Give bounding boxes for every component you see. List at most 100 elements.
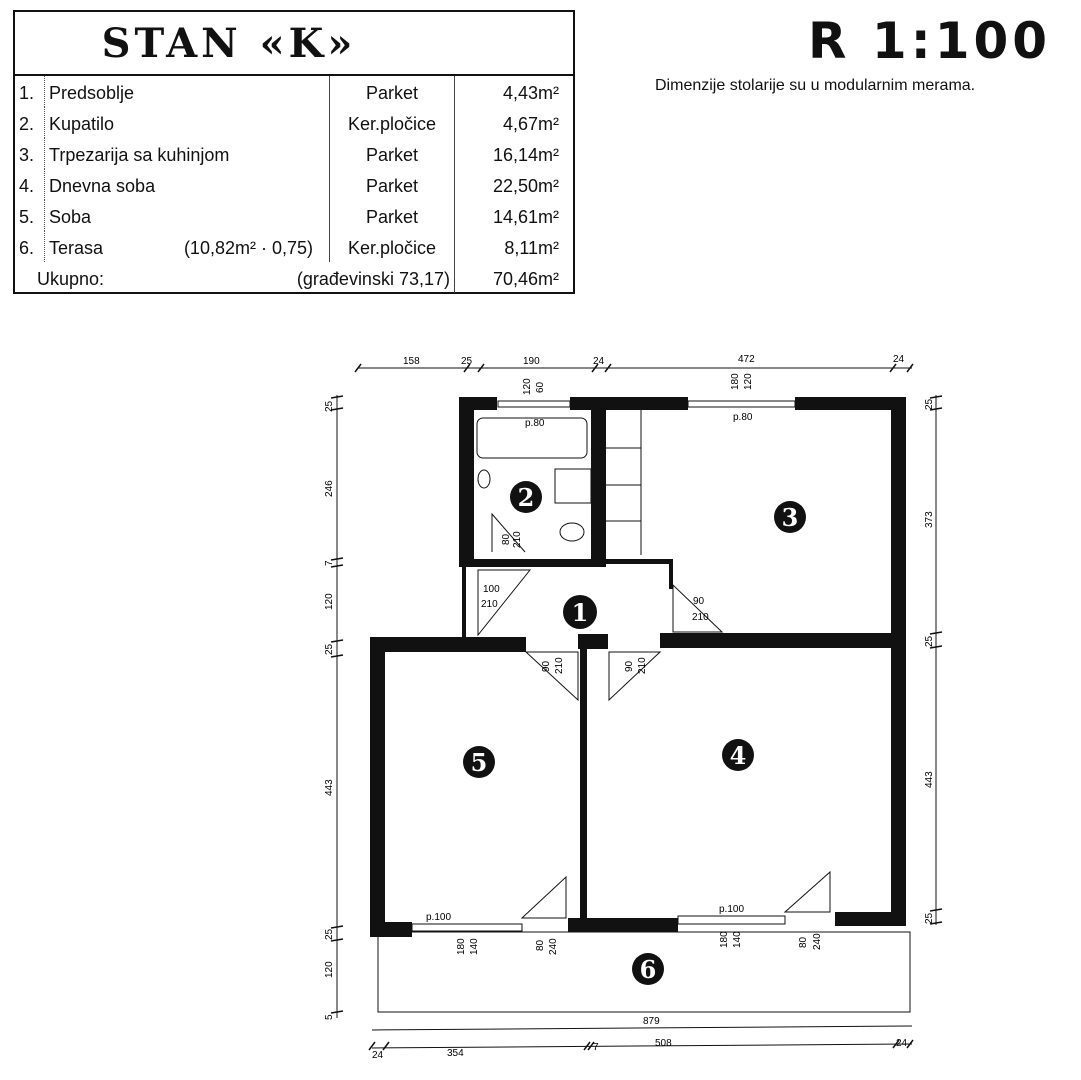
dim-label: 246 bbox=[324, 480, 335, 497]
table-row: 4.Dnevna soba Parket 22,50m² bbox=[15, 169, 573, 200]
dim-label: 354 bbox=[447, 1048, 464, 1059]
row-number: 3. bbox=[15, 138, 45, 169]
dimension-note: Dimenzije stolarije su u modularnim mera… bbox=[655, 77, 976, 94]
opening-label: 80 bbox=[535, 939, 546, 951]
dim-label: 158 bbox=[403, 356, 420, 367]
room-name-text: Trpezarija sa kuhinjom bbox=[49, 145, 230, 165]
room-name: Kupatilo bbox=[45, 107, 329, 138]
door-swing bbox=[672, 583, 724, 633]
opening-labels: 120 60 p.80 180 120 p.80 80 210 100 210 … bbox=[426, 373, 823, 955]
dim-label: 443 bbox=[924, 771, 935, 788]
room-markers: 1 2 3 4 5 6 bbox=[463, 481, 806, 985]
opening-label: 80 bbox=[798, 936, 809, 948]
room-number: 6 bbox=[640, 955, 657, 984]
apartment-title: STAN «K» bbox=[15, 12, 573, 76]
dim-label: 25 bbox=[924, 912, 935, 924]
door-swing bbox=[520, 875, 567, 919]
table-row: 3.Trpezarija sa kuhinjom Parket 16,14m² bbox=[15, 138, 573, 169]
dim-label: 25 bbox=[324, 400, 335, 412]
window bbox=[411, 923, 523, 932]
dim-label: 120 bbox=[324, 961, 335, 978]
dim-label: 25 bbox=[924, 635, 935, 647]
opening-label: 240 bbox=[812, 933, 823, 950]
total-area: 70,46m² bbox=[492, 269, 559, 289]
room-area: 4,67m² bbox=[502, 114, 559, 134]
dim-label: 25 bbox=[324, 643, 335, 655]
door-swing bbox=[524, 651, 579, 702]
opening-label: 80 bbox=[501, 533, 512, 545]
room-marker-5: 5 bbox=[463, 746, 495, 778]
dim-label: 508 bbox=[655, 1038, 672, 1049]
room-name-text: Dnevna soba bbox=[49, 176, 156, 196]
opening-label: p.100 bbox=[426, 912, 451, 923]
opening-label: 240 bbox=[548, 938, 559, 955]
window bbox=[677, 915, 786, 925]
terrace-outline bbox=[377, 931, 911, 1013]
room-area: 22,50m² bbox=[492, 176, 559, 196]
gross-area: (građevinski 73,17) bbox=[297, 262, 455, 293]
washing-machine-icon bbox=[554, 468, 592, 504]
dim-label: 472 bbox=[738, 354, 755, 365]
floor-material: Ker.pločice bbox=[329, 107, 455, 138]
room-number: 2 bbox=[518, 483, 535, 512]
room-number: 3 bbox=[782, 503, 799, 532]
floor-material: Parket bbox=[329, 138, 455, 169]
opening-label: 60 bbox=[535, 381, 546, 393]
dim-label: 25 bbox=[461, 356, 473, 367]
table-total-row: Ukupno: (građevinski 73,17) 70,46m² bbox=[15, 262, 573, 293]
room-area: 16,14m² bbox=[492, 145, 559, 165]
dim-label: 120 bbox=[324, 593, 335, 610]
room-name-text: Soba bbox=[49, 207, 92, 227]
row-number: 5. bbox=[15, 200, 45, 231]
toilet-icon bbox=[559, 522, 585, 542]
dim-label: 5 bbox=[324, 1014, 335, 1020]
opening-label: 100 bbox=[483, 584, 500, 595]
row-number: 6. bbox=[15, 231, 45, 262]
floor-material: Ker.pločice bbox=[329, 231, 455, 262]
door-swing bbox=[491, 512, 526, 553]
room-area: 14,61m² bbox=[492, 207, 559, 227]
floor-material: Parket bbox=[329, 169, 455, 200]
scale-label: R 1:100 bbox=[808, 12, 1052, 70]
opening-label: 210 bbox=[554, 657, 565, 674]
row-number: 1. bbox=[15, 76, 45, 107]
floor-material: Parket bbox=[329, 76, 455, 107]
dim-label: 443 bbox=[324, 779, 335, 796]
opening-label: 140 bbox=[469, 938, 480, 955]
opening-label: 120 bbox=[743, 373, 754, 390]
opening-label: p.80 bbox=[733, 412, 753, 423]
row-number: 4. bbox=[15, 169, 45, 200]
room-name: Dnevna soba bbox=[45, 169, 329, 200]
room-marker-6: 6 bbox=[632, 953, 664, 985]
door-swing bbox=[608, 651, 662, 702]
room-name-text: Kupatilo bbox=[49, 114, 115, 134]
room-name: Terasa(10,82m² · 0,75) bbox=[45, 231, 329, 262]
total-label: Ukupno: bbox=[37, 269, 105, 289]
opening-label: 140 bbox=[732, 931, 743, 948]
room-marker-4: 4 bbox=[722, 739, 754, 771]
dimension-labels: 158 25 190 24 472 24 25 246 7 120 25 443… bbox=[324, 354, 935, 1061]
window bbox=[687, 400, 796, 408]
dim-label: 24 bbox=[896, 1038, 908, 1049]
opening-label: 180 bbox=[730, 373, 741, 390]
room-marker-2: 2 bbox=[510, 481, 542, 513]
walls bbox=[370, 397, 906, 937]
opening-label: 90 bbox=[624, 660, 635, 672]
room-number: 1 bbox=[572, 598, 589, 627]
room-number: 4 bbox=[730, 741, 747, 770]
door-swing bbox=[477, 569, 532, 637]
room-marker-3: 3 bbox=[774, 501, 806, 533]
dim-label: 25 bbox=[324, 928, 335, 940]
dim-label: 24 bbox=[372, 1050, 384, 1061]
opening-label: 210 bbox=[637, 657, 648, 674]
total-label-cell: Ukupno: bbox=[15, 262, 329, 293]
dim-label: 879 bbox=[643, 1016, 660, 1027]
dim-label: 24 bbox=[593, 356, 605, 367]
room-name: Soba bbox=[45, 200, 329, 231]
opening-label: 210 bbox=[481, 599, 498, 610]
fixtures bbox=[377, 400, 911, 1013]
